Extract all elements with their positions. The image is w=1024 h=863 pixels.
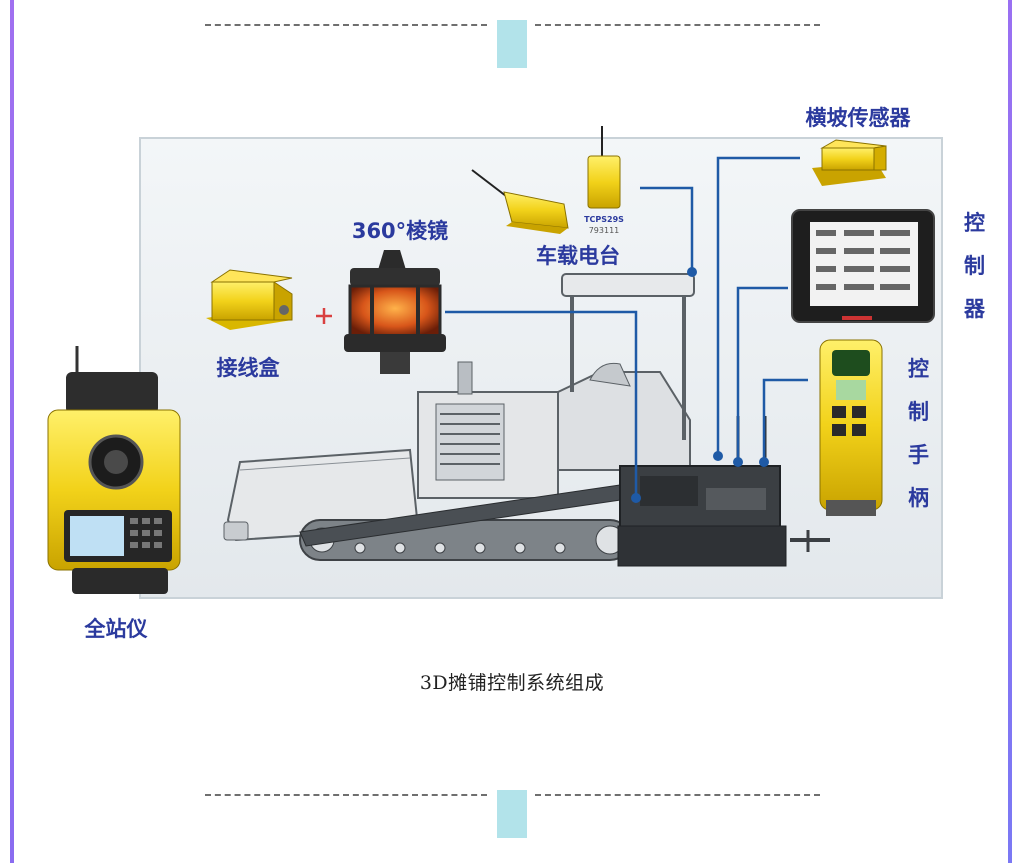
figure-caption: 3D摊铺控制系统组成 [419, 672, 605, 694]
frame-left-border [10, 0, 14, 863]
plus-icon [316, 308, 332, 324]
radio-model-text: TCPS29S [584, 215, 624, 224]
divider-top [205, 20, 820, 68]
radio-icon [471, 126, 621, 234]
divider-block [497, 20, 527, 68]
radio-serial-text: 793111 [589, 226, 620, 235]
label-prism: 360°棱镜 [352, 219, 448, 243]
label-slope-sensor: 横坡传感器 [806, 106, 912, 130]
divider-block [497, 790, 527, 838]
label-controller: 控 制 器 [963, 211, 992, 321]
control-handle-icon [819, 339, 883, 516]
controller-icon [791, 209, 935, 323]
divider-bottom [205, 790, 820, 838]
paver-machine [223, 273, 830, 567]
frame-right-border [1008, 0, 1012, 863]
label-junction-box: 接线盒 [217, 356, 281, 380]
slope-sensor-icon [812, 139, 887, 186]
label-control-handle: 控 制 手 柄 [908, 357, 936, 510]
total-station-icon [47, 346, 181, 594]
junction-box-icon [206, 269, 293, 330]
label-total-station: 全站仪 [84, 617, 149, 641]
label-radio: 车载电台 [536, 244, 620, 268]
connector-lines [445, 156, 808, 498]
prism-icon [344, 250, 446, 374]
